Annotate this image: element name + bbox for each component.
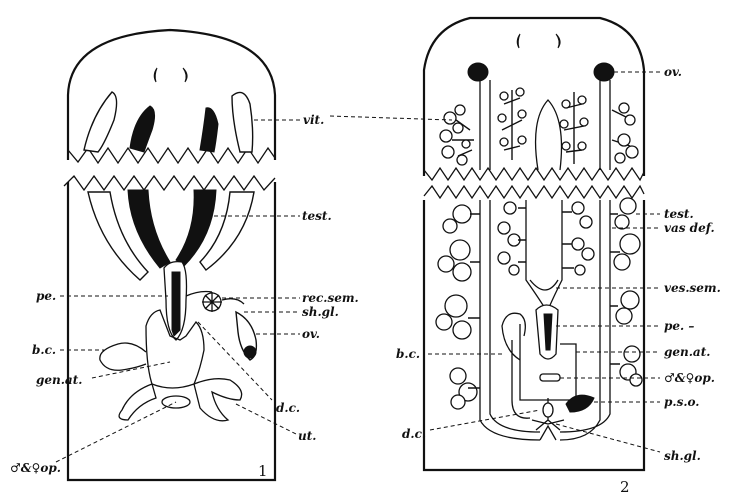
- fig2-vitellarium-head-left: [440, 105, 474, 165]
- figure-1: vit. test. pe. rec.sem. sh.gl. ov. b.c. …: [10, 30, 359, 480]
- fig2-gut-branch: [536, 100, 562, 170]
- fig1-penis-core: [172, 272, 180, 336]
- fig1-vitellarium-left: [84, 92, 117, 152]
- fig2-vitellarium-head-right: [612, 103, 638, 163]
- fig2-penis-core: [544, 314, 552, 350]
- fig1-label-gen-at: gen.at.: [36, 373, 82, 387]
- fig1-leader-d-c: [198, 322, 272, 400]
- fig2-vitellarium-head-mid2: [560, 92, 588, 164]
- fig1-label-test: test.: [302, 209, 332, 223]
- fig1-label-sh-gl: sh.gl.: [302, 305, 339, 319]
- fig2-bursa-duct: [512, 340, 530, 418]
- fig2-oviduct-left-top: [480, 80, 490, 170]
- fig2-genital-opening: [540, 374, 560, 381]
- fig1-lower-cut-edge: [64, 176, 275, 190]
- fig1-testis-right-top: [200, 108, 218, 152]
- fig2-bursa: [502, 313, 525, 360]
- fig1-bursa: [100, 343, 146, 370]
- fig1-label-sex-op: ♂&♀op.: [10, 461, 61, 475]
- fig2-head-outline: [424, 18, 644, 176]
- fig1-label-b-c: b.c.: [32, 343, 56, 357]
- fig1-eye-right: [183, 68, 187, 82]
- fig1-label-ut: ut.: [298, 429, 316, 443]
- fig2-label-test: test.: [664, 207, 694, 221]
- fig2-ovary-right: [594, 63, 614, 81]
- fig2-label-sex-op: ♂&♀op.: [664, 371, 715, 385]
- fig1-label-vit: vit.: [303, 113, 324, 127]
- fig2-vitellaria-mid-right: [562, 202, 594, 275]
- fig2-vas-deferens: [526, 200, 562, 310]
- fig1-number: 1: [258, 462, 268, 480]
- fig2-sh-gl-center: [543, 403, 553, 417]
- figure-2: ov. test. vas def. ves.sem. pe. – b.c. g…: [330, 18, 721, 496]
- fig2-ovary-left: [468, 63, 488, 81]
- fig2-label-b-c: b.c.: [396, 347, 420, 361]
- fig1-leader-sex-op: [56, 402, 176, 462]
- fig2-label-pe: pe. –: [664, 319, 694, 333]
- fig1-label-rec-sem: rec.sem.: [302, 291, 359, 305]
- fig2-eye-right: [556, 34, 560, 48]
- fig2-label-vas-def: vas def.: [664, 221, 715, 235]
- fig1-vitellarium-right: [232, 92, 253, 152]
- fig2-eye-left: [517, 34, 520, 48]
- fig1-label-d-c: d.c.: [276, 401, 300, 415]
- fig2-ves-sem: [530, 280, 558, 290]
- fig2-label-gen-at: gen.at.: [664, 345, 710, 359]
- fig1-ovary: [244, 346, 256, 358]
- fig1-eye-left: [154, 68, 157, 82]
- fig1-label-pe: pe.: [36, 289, 56, 303]
- fig2-oviduct-right-top: [600, 80, 610, 170]
- fig2-vitellarium-head-mid: [498, 88, 526, 160]
- fig1-label-ov: ov.: [302, 327, 320, 341]
- fig2-label-sh-gl: sh.gl.: [664, 449, 701, 463]
- fig2-number: 2: [620, 478, 630, 496]
- fig2-vitellaria-left-column: [436, 205, 480, 409]
- fig2-label-pso: p.s.o.: [664, 395, 699, 409]
- fig2-label-d-c: d.c.: [402, 427, 426, 441]
- fig1-rec-sem-rays: [202, 292, 222, 312]
- fig1-uterus-right: [194, 379, 242, 421]
- fig1-testis-left-top: [130, 106, 155, 152]
- fig2-leader-vit: [330, 116, 452, 120]
- fig2-vitellaria-right-column: [610, 198, 642, 386]
- fig2-lower-cut-edge: [424, 186, 644, 198]
- fig2-upper-cut-edge: [424, 168, 644, 180]
- fig2-pso: [566, 395, 594, 412]
- fig2-vitellaria-mid-left: [498, 202, 526, 275]
- fig2-label-ves-sem: ves.sem.: [664, 281, 721, 295]
- fig2-label-ov: ov.: [664, 65, 682, 79]
